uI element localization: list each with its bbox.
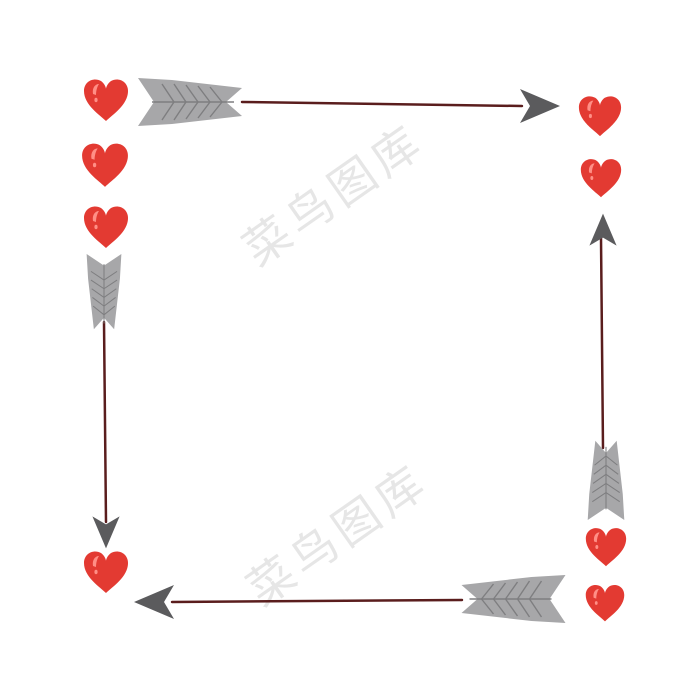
heart-icon xyxy=(585,585,625,622)
top-right-hearts xyxy=(578,96,622,198)
top-arrow-fletching xyxy=(137,77,243,127)
heart-icon xyxy=(84,551,128,593)
bottom-left-hearts xyxy=(84,551,128,593)
right-arrow-shaft xyxy=(599,236,605,450)
bottom-right-hearts xyxy=(585,528,627,622)
arrow-icon xyxy=(520,89,560,123)
heart-icon xyxy=(580,159,622,198)
top-arrow xyxy=(137,77,560,127)
right-arrow-fletching xyxy=(587,440,625,521)
heart-icon xyxy=(84,206,128,248)
heart-icon xyxy=(585,528,627,567)
arrow-icon xyxy=(134,585,174,619)
bottom-arrow-fletching xyxy=(460,574,567,624)
bottom-arrow-shaft xyxy=(170,598,464,604)
heart-icon xyxy=(82,143,128,187)
bottom-arrow xyxy=(134,574,567,624)
left-arrow-shaft xyxy=(102,320,108,524)
top-left-hearts xyxy=(82,79,128,248)
left-arrow xyxy=(86,253,122,549)
right-arrow xyxy=(587,213,625,521)
left-arrow-fletching xyxy=(86,253,122,330)
heart-icon xyxy=(578,96,622,137)
top-arrow-shaft xyxy=(240,100,524,108)
heart-icon xyxy=(84,79,128,121)
arrow-icon xyxy=(589,213,617,246)
